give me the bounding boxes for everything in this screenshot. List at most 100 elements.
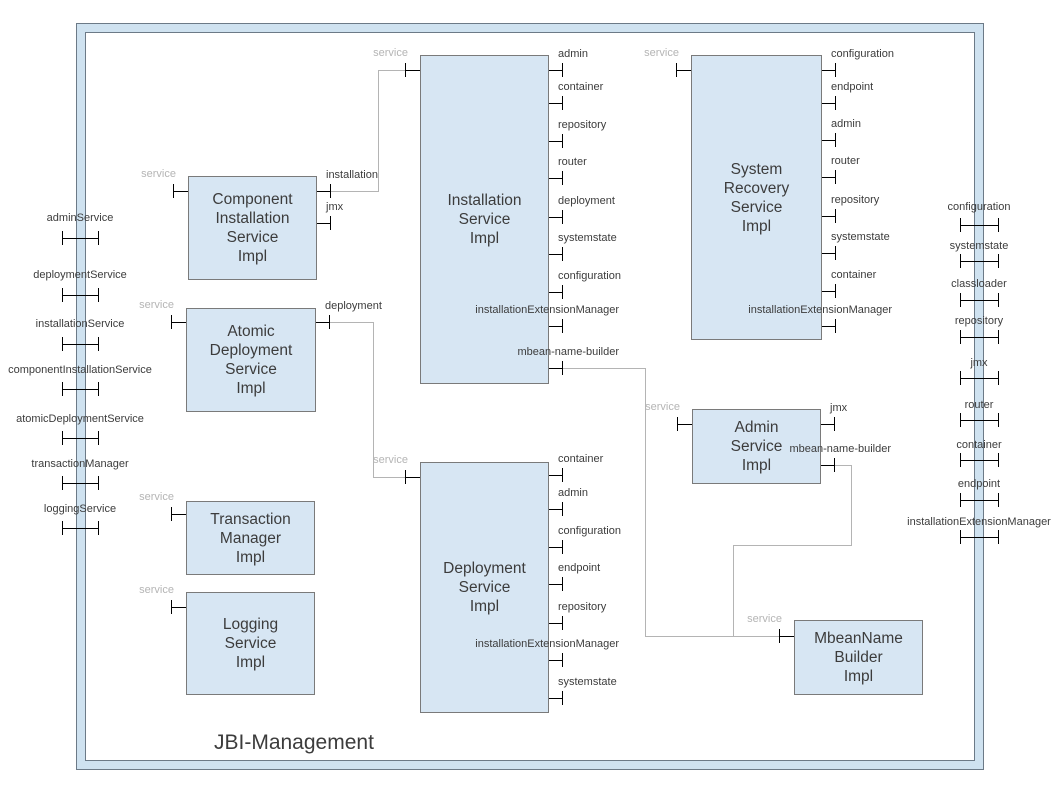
service-port-line[interactable] bbox=[780, 636, 794, 637]
adminService-boundary-line[interactable] bbox=[62, 238, 98, 239]
deployment-port-line[interactable] bbox=[549, 217, 562, 218]
atomicDeploymentService-boundary-line[interactable] bbox=[62, 438, 98, 439]
installationExtensionManager-port-tick[interactable] bbox=[835, 319, 836, 333]
router-port-line[interactable] bbox=[822, 177, 835, 178]
deployment-port-tick[interactable] bbox=[329, 315, 330, 329]
service-port-tick[interactable] bbox=[405, 470, 406, 484]
adminService-boundary-tick-b[interactable] bbox=[98, 231, 99, 245]
endpoint-port-tick[interactable] bbox=[835, 96, 836, 110]
configuration-port-line[interactable] bbox=[822, 70, 835, 71]
endpoint-boundary-tick-a[interactable] bbox=[960, 493, 961, 507]
jmx-port-line[interactable] bbox=[821, 424, 834, 425]
installationExtensionManager-port-line[interactable] bbox=[822, 326, 835, 327]
admin-port-line[interactable] bbox=[549, 70, 562, 71]
deployment-port-tick[interactable] bbox=[562, 210, 563, 224]
container-port-tick[interactable] bbox=[835, 284, 836, 298]
componentInstallationService-boundary-tick-a[interactable] bbox=[62, 382, 63, 396]
installationService-boundary-line[interactable] bbox=[62, 344, 98, 345]
service-port-line[interactable] bbox=[406, 70, 420, 71]
classloader-boundary-line[interactable] bbox=[960, 300, 998, 301]
installationService-boundary-tick-a[interactable] bbox=[62, 337, 63, 351]
deploymentService-boundary-tick-a[interactable] bbox=[62, 288, 63, 302]
configuration-boundary-tick-a[interactable] bbox=[960, 218, 961, 232]
transactionManager-boundary-tick-a[interactable] bbox=[62, 476, 63, 490]
repository-port-tick[interactable] bbox=[562, 134, 563, 148]
adminService-boundary-tick-a[interactable] bbox=[62, 231, 63, 245]
installationExtensionManager-port-tick[interactable] bbox=[562, 319, 563, 333]
repository-port-tick[interactable] bbox=[562, 616, 563, 630]
service-port-line[interactable] bbox=[172, 322, 186, 323]
configuration-boundary-tick-b[interactable] bbox=[998, 218, 999, 232]
systemstate-boundary-tick-a[interactable] bbox=[960, 254, 961, 268]
container-port-tick[interactable] bbox=[562, 468, 563, 482]
configuration-port-tick[interactable] bbox=[562, 540, 563, 554]
admin-port-tick[interactable] bbox=[835, 133, 836, 147]
installation-port-line[interactable] bbox=[317, 191, 330, 192]
componentInstallationService-boundary-tick-b[interactable] bbox=[98, 382, 99, 396]
loggingService-boundary-tick-a[interactable] bbox=[62, 521, 63, 535]
container-boundary-tick-a[interactable] bbox=[960, 453, 961, 467]
systemstate-boundary-line[interactable] bbox=[960, 261, 998, 262]
service-port-line[interactable] bbox=[677, 70, 691, 71]
configuration-port-line[interactable] bbox=[549, 292, 562, 293]
classloader-boundary-tick-b[interactable] bbox=[998, 293, 999, 307]
systemstate-port-line[interactable] bbox=[822, 253, 835, 254]
classloader-boundary-tick-a[interactable] bbox=[960, 293, 961, 307]
systemstate-port-line[interactable] bbox=[549, 254, 562, 255]
atomicDeploymentService-boundary-tick-b[interactable] bbox=[98, 431, 99, 445]
repository-port-line[interactable] bbox=[549, 141, 562, 142]
jmx-port-line[interactable] bbox=[317, 223, 330, 224]
deploymentService-boundary-tick-b[interactable] bbox=[98, 288, 99, 302]
router-boundary-line[interactable] bbox=[960, 420, 998, 421]
deploymentService-boundary-line[interactable] bbox=[62, 295, 98, 296]
service-port-tick[interactable] bbox=[171, 507, 172, 521]
router-boundary-tick-a[interactable] bbox=[960, 413, 961, 427]
endpoint-port-line[interactable] bbox=[822, 103, 835, 104]
installationService-boundary-tick-b[interactable] bbox=[98, 337, 99, 351]
mbean-name-builder-port-tick[interactable] bbox=[562, 361, 563, 375]
configuration-port-line[interactable] bbox=[549, 547, 562, 548]
router-port-tick[interactable] bbox=[835, 170, 836, 184]
service-port-line[interactable] bbox=[406, 477, 420, 478]
systemstate-port-line[interactable] bbox=[549, 698, 562, 699]
systemstate-port-tick[interactable] bbox=[562, 247, 563, 261]
systemstate-port-tick[interactable] bbox=[562, 691, 563, 705]
service-port-line[interactable] bbox=[172, 607, 186, 608]
container-boundary-tick-b[interactable] bbox=[998, 453, 999, 467]
repository-boundary-tick-b[interactable] bbox=[998, 330, 999, 344]
jmx-boundary-tick-a[interactable] bbox=[960, 371, 961, 385]
installationExtensionManager-boundary-line[interactable] bbox=[960, 537, 998, 538]
service-port-tick[interactable] bbox=[676, 63, 677, 77]
service-port-tick[interactable] bbox=[405, 63, 406, 77]
service-port-tick[interactable] bbox=[171, 315, 172, 329]
mbean-name-builder-port-line[interactable] bbox=[821, 465, 834, 466]
installationExtensionManager-port-tick[interactable] bbox=[562, 653, 563, 667]
atomicDeploymentService-boundary-tick-a[interactable] bbox=[62, 431, 63, 445]
service-port-line[interactable] bbox=[174, 191, 188, 192]
systemstate-boundary-tick-b[interactable] bbox=[998, 254, 999, 268]
admin-port-line[interactable] bbox=[822, 140, 835, 141]
mbean-name-builder-port-tick[interactable] bbox=[834, 458, 835, 472]
repository-port-line[interactable] bbox=[549, 623, 562, 624]
loggingService-boundary-tick-b[interactable] bbox=[98, 521, 99, 535]
installationExtensionManager-port-line[interactable] bbox=[549, 660, 562, 661]
jmx-port-tick[interactable] bbox=[330, 216, 331, 230]
admin-port-tick[interactable] bbox=[562, 63, 563, 77]
jmx-boundary-line[interactable] bbox=[960, 378, 998, 379]
endpoint-boundary-tick-b[interactable] bbox=[998, 493, 999, 507]
router-port-tick[interactable] bbox=[562, 171, 563, 185]
container-port-tick[interactable] bbox=[562, 96, 563, 110]
service-port-tick[interactable] bbox=[171, 600, 172, 614]
endpoint-boundary-line[interactable] bbox=[960, 500, 998, 501]
repository-boundary-tick-a[interactable] bbox=[960, 330, 961, 344]
installation-port-tick[interactable] bbox=[330, 184, 331, 198]
repository-port-tick[interactable] bbox=[835, 209, 836, 223]
endpoint-port-tick[interactable] bbox=[562, 577, 563, 591]
